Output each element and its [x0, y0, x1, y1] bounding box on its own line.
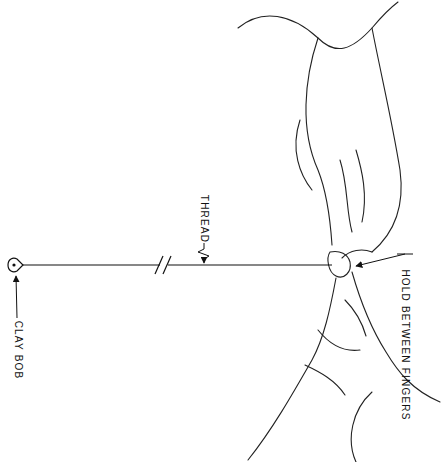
leader-line	[16, 276, 17, 318]
fingertip	[328, 251, 350, 277]
bob-dot	[12, 263, 15, 266]
crease-line	[340, 150, 364, 232]
leader-line	[356, 254, 405, 266]
hand-outline	[352, 272, 440, 402]
callout-label: THREAD	[199, 195, 209, 243]
callout-label: HOLD BETWEEN FINGERS	[400, 269, 410, 420]
hand-outline	[351, 392, 372, 462]
leader-line	[198, 243, 209, 263]
break-mark	[163, 256, 171, 274]
finger-outline	[372, 28, 401, 252]
thread-line	[168, 264, 332, 265]
hand-outline	[238, 2, 398, 49]
crease-line	[305, 330, 360, 395]
thread	[22, 256, 332, 274]
crease-line	[345, 300, 366, 336]
break-mark	[155, 256, 163, 274]
clay-bob	[8, 258, 23, 272]
hand-drawing	[238, 2, 440, 462]
thumb-outline	[248, 278, 336, 460]
thread-line	[22, 264, 160, 265]
crease-line	[296, 120, 312, 190]
finger-outline	[306, 38, 332, 245]
callout-label: CLAY BOB	[13, 321, 23, 380]
fingertip	[342, 250, 372, 258]
